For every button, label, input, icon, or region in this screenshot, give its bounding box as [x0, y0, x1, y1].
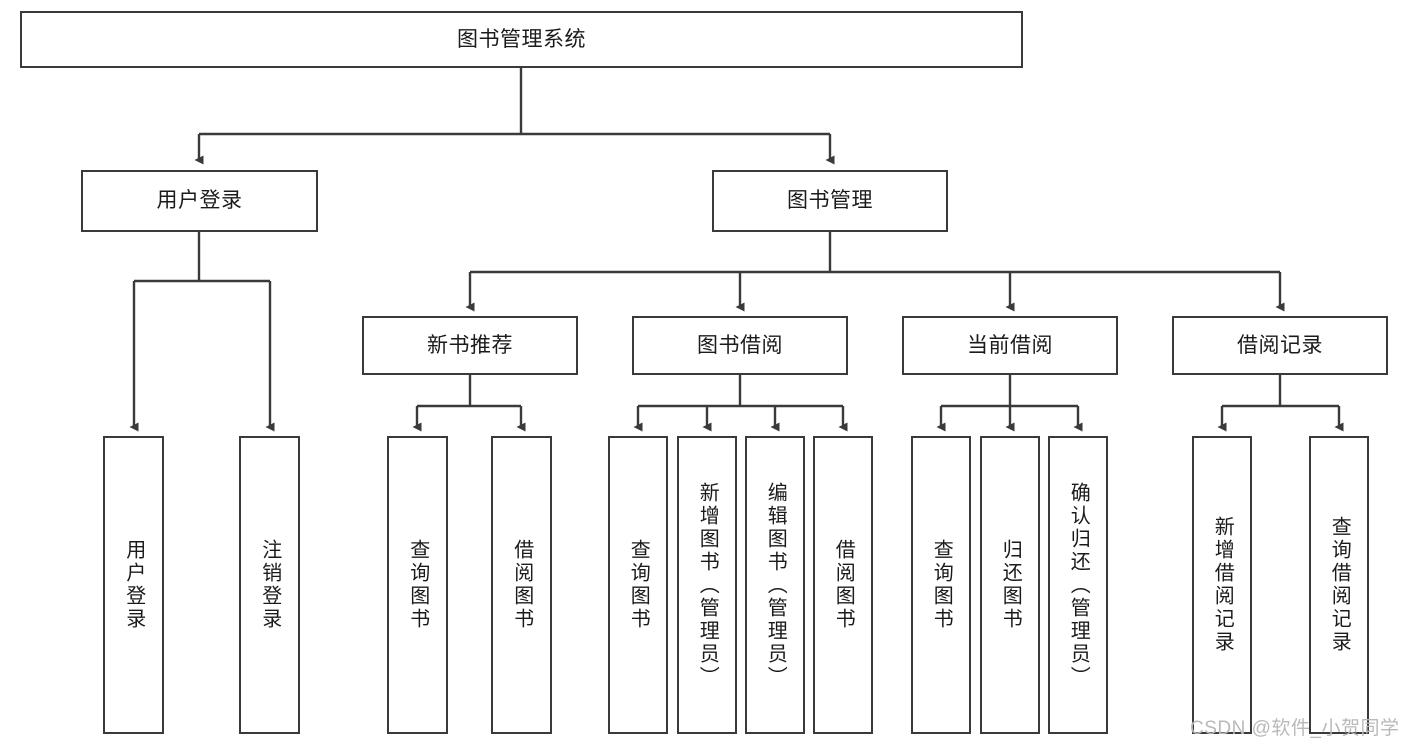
- node-label: 查询借阅记录: [1328, 516, 1351, 654]
- leaf-add-borrow-record[interactable]: 新增借阅记录: [1192, 436, 1252, 734]
- node-label: 编辑图书（管理员）: [764, 481, 787, 689]
- node-label: 当前借阅: [967, 333, 1053, 357]
- node-label: 借阅图书: [832, 539, 855, 631]
- node-book-borrow[interactable]: 图书借阅: [632, 316, 848, 375]
- leaf-query-borrow-record[interactable]: 查询借阅记录: [1309, 436, 1369, 734]
- node-label: 图书借阅: [697, 333, 783, 357]
- leaf-query-book-3[interactable]: 查询图书: [911, 436, 971, 734]
- leaf-logout-login[interactable]: 注销登录: [239, 436, 300, 734]
- node-label: 用户登录: [122, 539, 145, 631]
- node-user-login[interactable]: 用户登录: [81, 170, 318, 232]
- node-label: 注销登录: [258, 539, 281, 631]
- node-label: 新书推荐: [427, 333, 513, 357]
- leaf-add-book[interactable]: 新增图书（管理员）: [677, 436, 737, 734]
- node-label: 图书管理系统: [457, 27, 586, 51]
- leaf-user-login[interactable]: 用户登录: [103, 436, 164, 734]
- node-label: 新增借阅记录: [1211, 516, 1234, 654]
- node-current-borrow[interactable]: 当前借阅: [902, 316, 1118, 375]
- node-book-management-system[interactable]: 图书管理系统: [20, 11, 1023, 68]
- leaf-query-book-1[interactable]: 查询图书: [387, 436, 448, 734]
- leaf-query-book-2[interactable]: 查询图书: [608, 436, 668, 734]
- leaf-return-book[interactable]: 归还图书: [980, 436, 1040, 734]
- node-label: 借阅图书: [510, 539, 533, 631]
- node-label: 图书管理: [787, 189, 873, 213]
- leaf-borrow-book-1[interactable]: 借阅图书: [491, 436, 552, 734]
- node-borrow-record[interactable]: 借阅记录: [1172, 316, 1388, 375]
- node-label: 新增图书（管理员）: [696, 481, 719, 689]
- leaf-confirm-return[interactable]: 确认归还（管理员）: [1048, 436, 1108, 734]
- node-new-book-recommend[interactable]: 新书推荐: [362, 316, 578, 375]
- node-label: 查询图书: [627, 539, 650, 631]
- node-label: 查询图书: [406, 539, 429, 631]
- leaf-borrow-book-2[interactable]: 借阅图书: [813, 436, 873, 734]
- node-label: 借阅记录: [1237, 333, 1323, 357]
- leaf-edit-book[interactable]: 编辑图书（管理员）: [745, 436, 805, 734]
- node-label: 用户登录: [156, 189, 243, 213]
- node-label: 查询图书: [930, 539, 953, 631]
- node-label: 确认归还（管理员）: [1067, 481, 1090, 689]
- node-label: 归还图书: [999, 539, 1022, 631]
- node-book-management[interactable]: 图书管理: [712, 170, 948, 232]
